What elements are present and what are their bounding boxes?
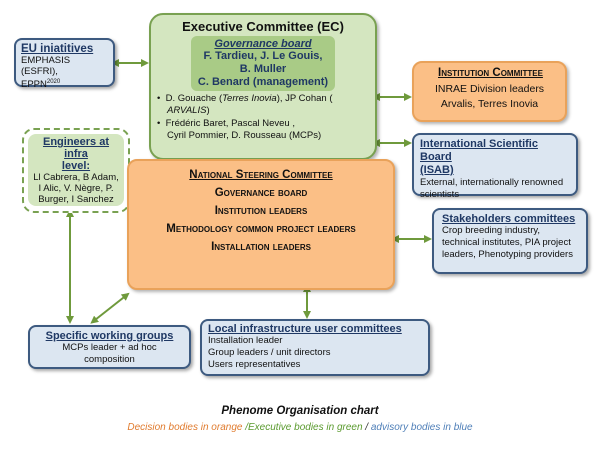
specific-working-groups-box: Specific working groups MCPs leader + ad… (28, 325, 191, 369)
governance-board-inner: Governance board F. Tardieu, J. Le Gouis… (191, 36, 335, 91)
stakeholders-line1: Crop breeding industry, (442, 225, 541, 236)
institution-committee-title: Institution Committee (438, 67, 543, 79)
engineers-line2: I Alic, V. Nègre, P. (38, 183, 114, 194)
national-steering-committee-box: National Steering Committee Governance b… (127, 159, 395, 290)
chart-caption-title: Phenome Organisation chart (221, 405, 379, 417)
stakeholders-line3: leaders, Phenotyping providers (442, 249, 573, 260)
governance-board-line2: B. Muller (239, 63, 287, 75)
eu-initiatives-line2: EPPN2020 (21, 77, 108, 90)
engineers-box: Engineers at infra level: Ll Cabrera, B … (22, 128, 130, 213)
governance-board-line3: C. Benard (management) (197, 76, 329, 88)
eu-initiatives-box: EU iniatitives EMPHASIS (ESFRI), EPPN202… (14, 38, 115, 90)
local-line2: Group leaders / unit directors (208, 347, 331, 358)
executive-committee-box: Executive Committee (EC) Governance boar… (149, 13, 377, 160)
eppn-text: EPPN (21, 79, 47, 91)
nsc-item-installation: Installation leaders (211, 241, 311, 253)
ec-bullet-1: • D. Gouache (Terres Inovia), JP Cohan (… (157, 93, 333, 116)
local-user-committees-box: Local infrastructure user committees Ins… (200, 319, 430, 376)
stakeholders-line2: technical institutes, PIA project (442, 237, 571, 248)
local-title: Local infrastructure user committees (208, 323, 402, 335)
legend-separator: / (362, 422, 371, 433)
local-line3: Users representatives (208, 359, 301, 370)
chart-caption-legend: Decision bodies in orange /Executive bod… (0, 422, 600, 433)
nsc-item-methodology: Methodology common project leaders (166, 223, 356, 235)
nsc-title: National Steering Committee (189, 169, 333, 181)
ec-bullet-2: • Frédéric Baret, Pascal Neveu , Cyril P… (157, 118, 322, 141)
swg-title: Specific working groups (45, 330, 174, 342)
legend-decision: Decision bodies in orange (127, 422, 246, 433)
isab-box: International Scientific Board (ISAB) Ex… (412, 133, 578, 200)
isab-line1: External, internationally renowned (420, 177, 564, 188)
arrow-swg-nsc (90, 292, 130, 324)
local-line1: Installation leader (208, 335, 283, 346)
stakeholders-box: Stakeholders committees Crop breeding in… (432, 208, 588, 274)
governance-board-line1: F. Tardieu, J. Le Gouis, (203, 50, 323, 62)
institution-line2: Arvalis, Terres Inovia (440, 98, 539, 110)
engineers-line1: Ll Cabrera, B Adam, (33, 172, 119, 183)
eppn-superscript: 2020 (46, 79, 61, 85)
legend-advisory: advisory bodies in blue (370, 422, 473, 433)
swg-line1: MCPs leader + ad hoc (62, 342, 157, 353)
eu-initiatives-title: EU iniatitives (21, 43, 94, 55)
engineers-title-line1: Engineers at infra (42, 136, 110, 160)
swg-line2: composition (84, 354, 135, 365)
governance-board-title: Governance board (214, 38, 312, 50)
institution-line1: INRAE Division leaders (434, 83, 545, 95)
legend-executive: /Executive bodies in green (245, 422, 363, 433)
executive-committee-title: Executive Committee (EC) (182, 19, 344, 34)
institution-committee-box: Institution Committee INRAE Division lea… (412, 61, 567, 122)
isab-title-line1: International Scientific Board (420, 138, 538, 163)
eu-initiatives-line1: EMPHASIS (ESFRI), (21, 55, 71, 77)
stakeholders-title: Stakeholders committees (442, 213, 576, 225)
nsc-item-governance: Governance board (214, 187, 308, 199)
isab-title-line2: (ISAB) (420, 164, 454, 176)
engineers-line3: Burger, I Sanchez (38, 194, 114, 205)
nsc-item-institution: Institution leaders (214, 205, 308, 217)
engineers-title-line2: level: (61, 160, 91, 172)
isab-line2: scientists (420, 189, 460, 200)
